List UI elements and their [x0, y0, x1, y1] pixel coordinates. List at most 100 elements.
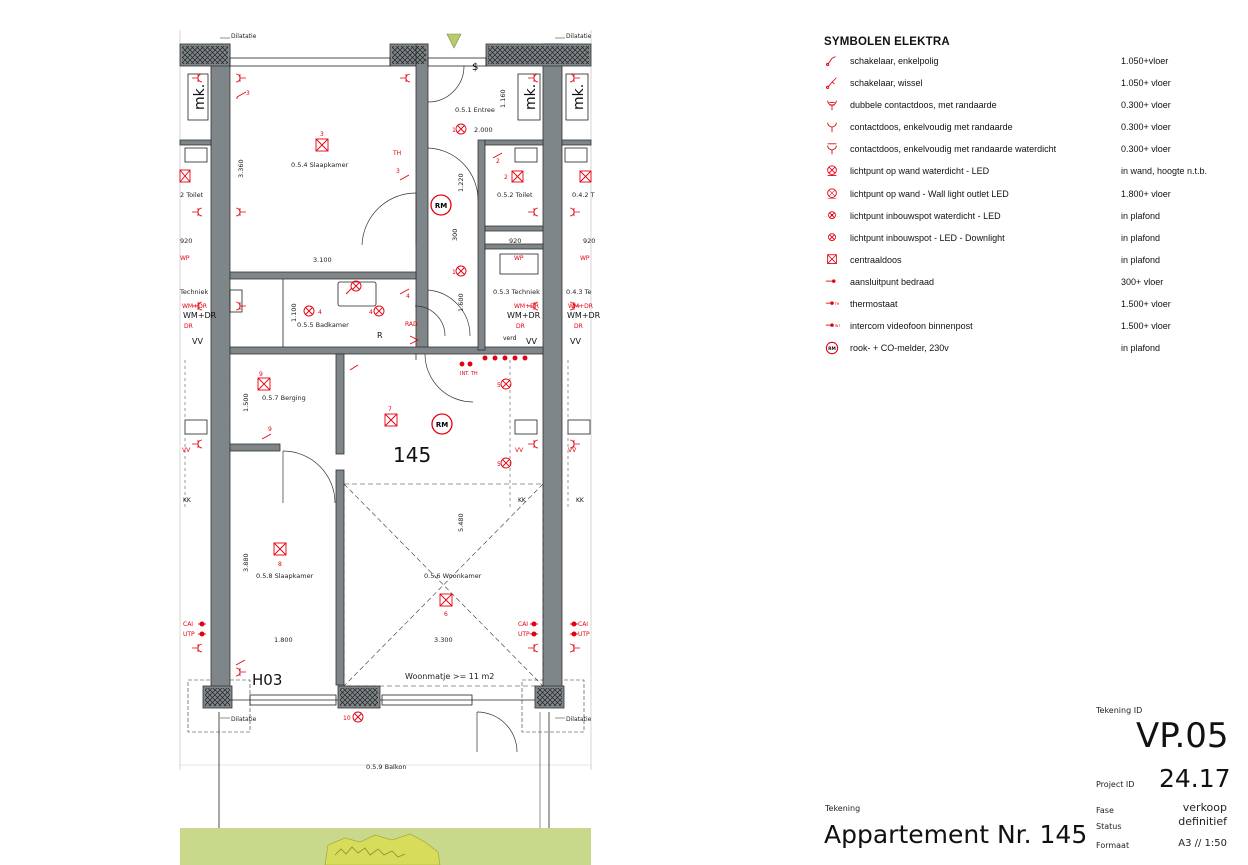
vv-black-right: VV: [570, 337, 581, 346]
utp-label-left: UTP: [183, 631, 195, 638]
room-label-slaapkamer1: 0.5.4 Slaapkamer: [291, 161, 349, 169]
utp-label-right: UTP: [578, 631, 590, 638]
wm-label-mid: WM+DR: [514, 303, 539, 310]
legend-row: contactdoos, enkelvoudig met randaarde w…: [824, 143, 1224, 166]
dilatatie-label-bottom-right: Dilatatie: [566, 716, 592, 723]
legend-description: schakelaar, enkelpolig: [850, 56, 939, 66]
balcony: [180, 679, 591, 828]
dim-s2-height: 3.880: [242, 553, 250, 572]
legend-height: 0.300+ vloer: [1121, 122, 1171, 133]
room-label-neighbour-techniek2: 0.4.3 Te: [566, 288, 591, 296]
vv-label-left: VV: [182, 447, 191, 454]
fase-label: Fase: [1096, 806, 1114, 815]
kk-label-mid: KK: [518, 497, 527, 504]
legend-height: in plafond: [1121, 232, 1161, 243]
legend-description: intercom videofoon binnenpost: [850, 321, 973, 332]
legend-height: 1.500+ vloer: [1121, 299, 1171, 310]
cai-label-right: CAI: [578, 621, 588, 628]
legend-height: 1.500+ vloer: [1121, 321, 1171, 332]
number-label-3c: 3: [396, 168, 400, 175]
smoke-detector-1-label: RM: [435, 202, 447, 210]
legend-description: lichtpunt inbouwspot - LED - Downlight: [850, 232, 1005, 243]
wp-label-right: WP: [580, 255, 590, 262]
double-socket-icon: [827, 100, 837, 111]
th-label: TH: [392, 150, 401, 157]
dim-entree-h1: 1.220: [457, 173, 465, 192]
dim-bad-height: 1.100: [290, 303, 298, 322]
legend-height: in wand, hoogte n.t.b.: [1121, 166, 1208, 177]
dashed-lines: [184, 354, 569, 510]
formaat-value: A3 // 1:50: [1178, 838, 1227, 849]
room-label-balkon: 0.5.9 Balkon: [366, 763, 406, 771]
dr-label-mid: DR: [516, 323, 525, 330]
rug-outline: [343, 483, 544, 687]
room-label-techniek: 0.5.3 Techniek: [493, 288, 540, 296]
spot-waterproof-icon: [828, 210, 836, 219]
walls: [179, 43, 592, 709]
block-code: H03: [252, 671, 282, 689]
woonmatje-label: Woonmatje >= 11 m2: [405, 672, 494, 681]
project-id-label: Project ID: [1096, 780, 1135, 789]
number-label-10: 10: [343, 715, 351, 722]
legend-row: lichtpunt op wand - Wall light outlet LE…: [824, 187, 1224, 211]
number-label-5b: 5: [497, 461, 501, 468]
svg-text:TH: TH: [834, 302, 840, 306]
switch-toggle-icon: [826, 77, 837, 90]
number-label-7: 7: [388, 406, 392, 413]
entrance-arrow-icon: [446, 33, 462, 49]
wmdr-black-right: WM+DR: [567, 311, 601, 320]
room-label-woonkamer: 0.5.6 Woonkamer: [424, 572, 482, 580]
room-label-entree: 0.5.1 Entree: [455, 106, 495, 114]
dim-neighbour-920: 920: [583, 237, 595, 245]
number-label-2b: 2: [504, 174, 508, 181]
dr-label-right: DR: [574, 323, 583, 330]
svg-text:RM: RM: [828, 346, 836, 352]
room-label-neighbour-techniek: Techniek: [179, 288, 208, 296]
number-label-4a: 4: [406, 293, 410, 300]
room-label-badkamer: 0.5.5 Badkamer: [297, 321, 349, 329]
legend-description: lichtpunt op wand waterdicht - LED: [850, 166, 990, 177]
wall-light-waterproof-icon: [827, 165, 837, 177]
legend-description: thermostaat: [850, 299, 898, 310]
garden-strip: [180, 828, 591, 865]
dim-wk-height: 5.480: [457, 513, 465, 532]
tekening-id-label: Tekening ID: [1096, 706, 1143, 715]
switch-single-icon: [826, 56, 836, 67]
legend-description: contactdoos, enkelvoudig met randaarde: [850, 122, 1013, 133]
waterproof-socket-icon: [827, 143, 837, 155]
smoke-detector-2-label: RM: [436, 421, 448, 429]
legend-title: SYMBOLEN ELEKTRA: [824, 36, 950, 48]
vv-black-left: VV: [192, 337, 203, 346]
legend-height: in plafond: [1121, 254, 1161, 265]
dilatatie-label-top-left: Dilatatie: [231, 33, 257, 40]
downlight-icon: [828, 232, 836, 241]
dim-toilet-width: 920: [509, 237, 521, 245]
wmdr-black-left: WM+DR: [183, 311, 217, 320]
number-label-1b: 1: [452, 269, 456, 276]
dilatatie-label-bottom-left: Dilatatie: [231, 716, 257, 723]
wm-label-left: WM+DR: [182, 303, 207, 310]
legend-height: 0.300+ vloer: [1121, 100, 1171, 111]
status-value: definitief: [1178, 815, 1227, 828]
electrical-symbols: [179, 73, 592, 723]
mk-label-left: mk.: [192, 84, 208, 110]
cai-label-left: CAI: [183, 621, 193, 628]
number-label-9b: 9: [268, 426, 272, 433]
legend-description: lichtpunt op wand - Wall light outlet LE…: [850, 188, 1009, 199]
legend-height: 1.800+ vloer: [1121, 188, 1171, 199]
room-label-neighbour-toilet: 2 Toilet: [180, 191, 204, 199]
verd-label: verd: [503, 335, 517, 342]
legend-description: aansluitpunt bedraad: [850, 276, 935, 287]
legend-description: lichtpunt inbouwspot waterdicht - LED: [850, 210, 1001, 221]
dim-berg-height: 1.500: [242, 393, 250, 412]
r-label: R: [377, 331, 383, 340]
tekening-id: VP.05: [1136, 716, 1229, 756]
dim-entree-width: 2.000: [474, 126, 493, 134]
